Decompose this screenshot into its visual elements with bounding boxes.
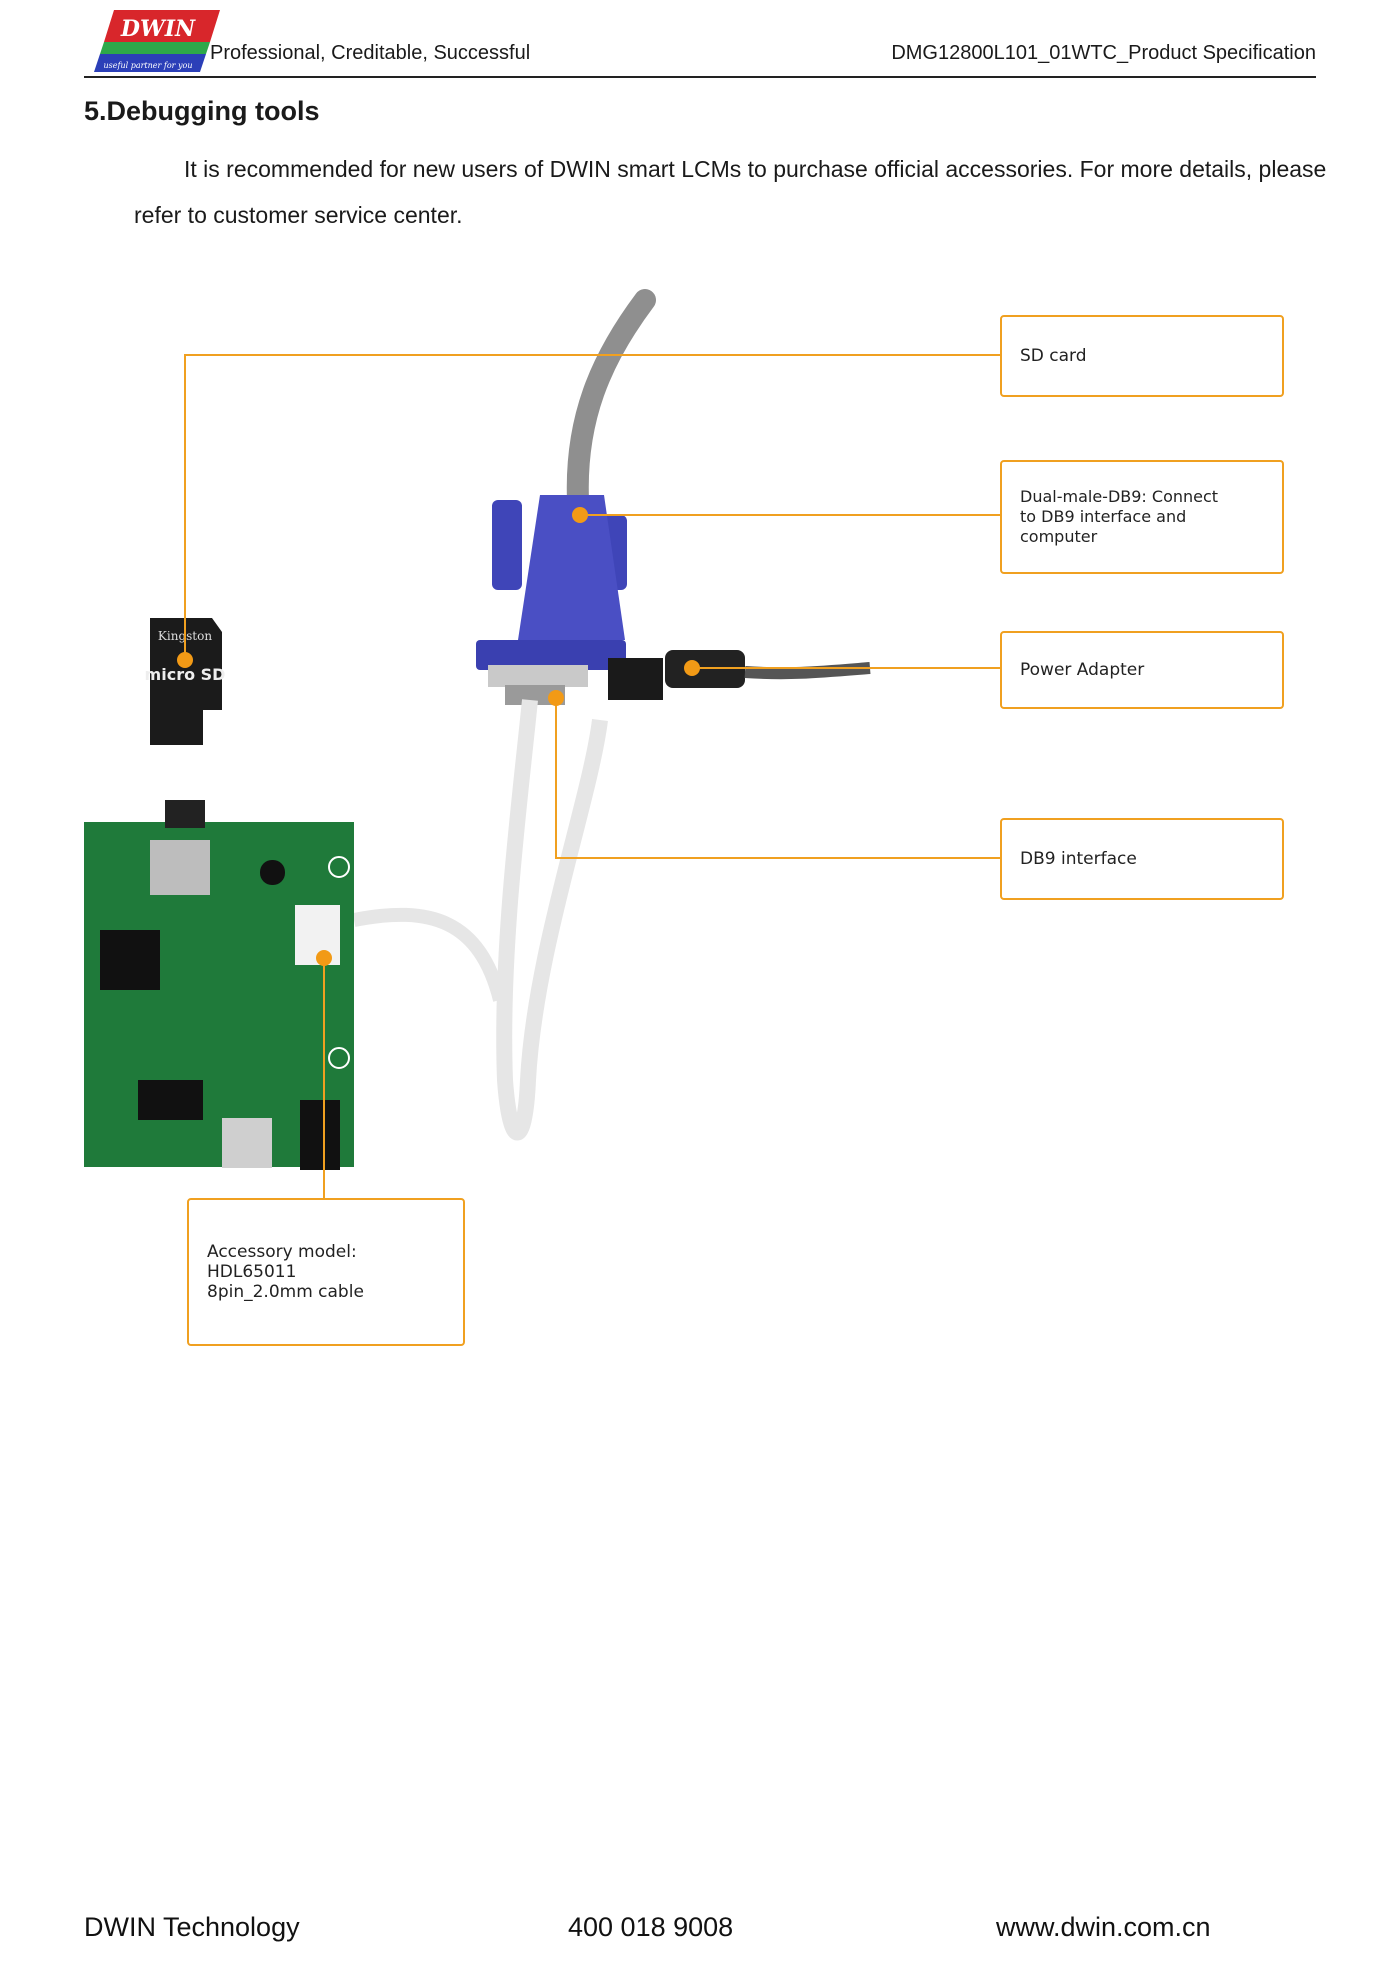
- intro-paragraph: It is recommended for new users of DWIN …: [134, 156, 1327, 228]
- document-title: DMG12800L101_01WTC_Product Specification: [891, 42, 1316, 64]
- power-adapter-image: [608, 650, 871, 700]
- micro-sd-card-image: Kingston micro SD: [145, 618, 226, 745]
- logo-subtext: useful partner for you: [103, 61, 192, 70]
- logo-text: DWIN: [120, 16, 196, 42]
- logo-green-band: [100, 42, 210, 54]
- callout-db9-interface: DB9 interface: [1000, 818, 1284, 900]
- callout-sd-card-text: SD card: [1020, 346, 1087, 366]
- pcb-board-image: [84, 800, 354, 1170]
- db9-cable: [566, 289, 656, 511]
- callout-accessory: Accessory model: HDL65011 8pin_2.0mm cab…: [187, 1198, 465, 1346]
- footer-company: DWIN Technology: [84, 1912, 300, 1942]
- callout-sd-card: SD card: [1000, 315, 1284, 397]
- logo-red-band: [104, 10, 220, 42]
- sd-card-label: micro SD: [145, 665, 226, 684]
- footer-phone: 400 018 9008: [568, 1912, 734, 1942]
- header-divider: [84, 76, 1316, 78]
- callout-db9-cable-line1: Dual-male-DB9: Connect: [1020, 487, 1219, 506]
- callout-accessory-line2: 8pin_2.0mm cable: [207, 1282, 364, 1302]
- callout-power-adapter-text: Power Adapter: [1020, 660, 1145, 680]
- marker-dots: [177, 507, 700, 966]
- leader-lines: [184, 354, 1000, 1200]
- callout-power-adapter: Power Adapter: [1000, 631, 1284, 709]
- section-heading: 5.Debugging tools: [84, 96, 320, 126]
- dwin-logo: DWIN useful partner for you: [94, 10, 220, 72]
- db9-connector-image: [476, 495, 627, 705]
- callout-db9-interface-text: DB9 interface: [1020, 849, 1137, 869]
- header-tagline: Professional, Creditable, Successful: [210, 42, 531, 64]
- callout-db9-cable: Dual-male-DB9: Connect to DB9 interface …: [1000, 460, 1284, 574]
- callout-db9-cable-line2: to DB9 interface and computer: [1020, 507, 1187, 546]
- logo-blue-band: [94, 54, 206, 72]
- ribbon-cable: [496, 699, 608, 1141]
- callout-accessory-line1: Accessory model: HDL65011: [207, 1242, 357, 1282]
- footer-website[interactable]: www.dwin.com.cn: [996, 1912, 1211, 1942]
